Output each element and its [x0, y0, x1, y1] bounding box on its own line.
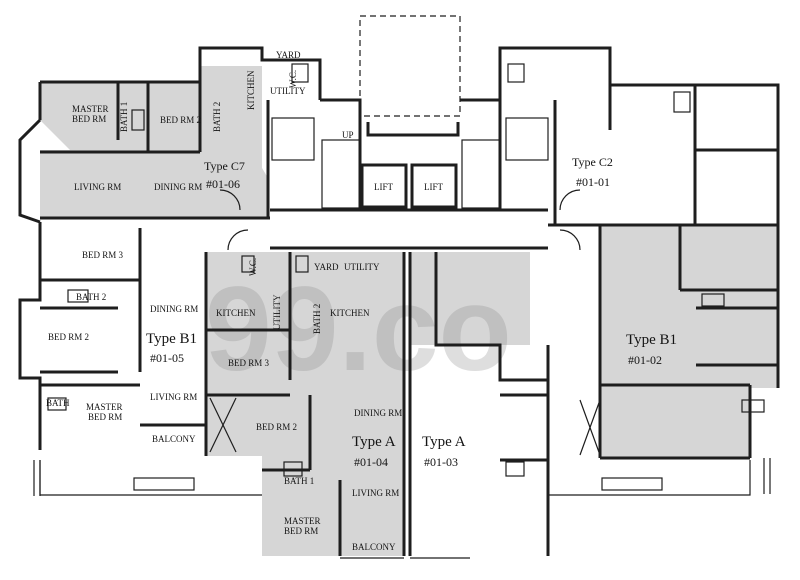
label-bed3-b1l: BED RM 3: [82, 250, 124, 260]
label-master-a-line2: BED RM: [284, 526, 318, 536]
label-master-a-line1: MASTER: [284, 516, 321, 526]
label-bed3-a: BED RM 3: [228, 358, 270, 368]
label-master-c7-line2: BED RM: [72, 114, 106, 124]
wall-core-west: [320, 98, 362, 210]
label-lift-1: LIFT: [374, 182, 394, 192]
shade-unit-c7: [40, 66, 268, 218]
label-utility-a: UTILITY: [272, 294, 282, 330]
label-living-a: LIVING RM: [352, 488, 399, 498]
door-swing-c7: [219, 189, 241, 211]
label-dining-a: DINING RM: [354, 408, 402, 418]
label-dining-c7: DINING RM: [154, 182, 202, 192]
door-swing-b1l: [227, 229, 249, 251]
label-wc-mid: W.C.: [248, 258, 258, 276]
label-unit-b1-right: #01-02: [628, 353, 662, 367]
label-lift-2: LIFT: [424, 182, 444, 192]
label-kitchen-b1l: KITCHEN: [216, 308, 256, 318]
wall-ar-kitchen: [434, 252, 548, 382]
shaded-areas: [40, 66, 778, 556]
label-unit-a-left: #01-04: [354, 455, 388, 469]
wall-b1-left-outline: [18, 222, 42, 450]
stair-right: [505, 117, 549, 161]
label-living-b1l: LIVING RM: [150, 392, 197, 402]
bath-c7-fixture: [131, 109, 145, 131]
wall-core-east: [460, 98, 502, 210]
label-bath1-a: BATH 1: [284, 476, 314, 486]
entry-stair-left: [33, 460, 41, 496]
shade-unit-b1-right: [600, 225, 778, 458]
planter-right: [601, 477, 663, 491]
room-labels: YARD W.C. KITCHEN UTILITY MASTER BED RM …: [46, 50, 677, 552]
label-utility-c7: UTILITY: [270, 86, 306, 96]
label-dining-b1l: DINING RM: [150, 304, 198, 314]
label-unit-c2: #01-01: [576, 175, 610, 189]
wall-right-outline: [498, 46, 780, 225]
bath-b1l-fixture: [67, 289, 89, 303]
door-swing-b1r: [559, 229, 581, 251]
wc-mid2-fixture: [295, 255, 309, 273]
lift-shaft-2: [410, 163, 458, 209]
label-master-b1l-line2: BED RM: [88, 412, 122, 422]
label-up: UP: [342, 130, 354, 140]
stair-left: [271, 117, 315, 161]
label-type-b1-left: Type B1: [146, 331, 197, 347]
label-utility-mid: UTILITY: [344, 262, 380, 272]
label-kitchen-a: KITCHEN: [330, 308, 370, 318]
bath-b1r-fixture: [701, 293, 725, 307]
label-bed2-a: BED RM 2: [256, 422, 297, 432]
lift-shaft-1: [360, 163, 408, 209]
label-unit-b1-left: #01-05: [150, 351, 184, 365]
bath-c2-fixture: [673, 91, 691, 113]
label-type-c7: Type C7: [204, 159, 245, 173]
rooftop-dashed-outline: [359, 15, 461, 117]
label-wc-top: W.C.: [288, 70, 298, 88]
label-bath2-c7: BATH 2: [212, 102, 222, 132]
perimeter-ledge-right: [548, 460, 751, 496]
label-type-b1-right: Type B1: [626, 332, 677, 348]
bath-a-fixture: [283, 461, 303, 477]
label-balcony-a: BALCONY: [352, 542, 396, 552]
label-bed2-b1l: BED RM 2: [48, 332, 89, 342]
label-bed2-c7: BED RM 2: [160, 115, 201, 125]
label-master-b1l-line1: MASTER: [86, 402, 123, 412]
wall-core-top: [366, 122, 460, 137]
shade-unit-a-left: [206, 252, 404, 556]
door-swing-c2: [559, 189, 581, 211]
walls: [18, 46, 780, 556]
shade-unit-b1-right-kitchen: [410, 252, 530, 345]
details: [33, 15, 771, 559]
bath-b1r-lower-fixture: [741, 399, 765, 413]
label-bath1-c7: BATH 1: [119, 102, 129, 132]
label-bath2-b1l: BATH 2: [76, 292, 106, 302]
label-unit-a-right: #01-03: [424, 455, 458, 469]
label-living-c7: LIVING RM: [74, 182, 121, 192]
void-x-left-2: [209, 397, 237, 453]
label-unit-c7: #01-06: [206, 177, 240, 191]
label-type-a-left: Type A: [352, 434, 396, 450]
wc-right-fixture: [507, 63, 525, 83]
bath-b1l-lower-fixture: [47, 397, 67, 411]
label-type-a-right: Type A: [422, 434, 466, 450]
void-x-right-2: [579, 399, 601, 456]
label-balcony-b1l: BALCONY: [152, 434, 196, 444]
label-yard-top: YARD: [276, 50, 301, 60]
wc-mid-fixture: [241, 255, 255, 273]
stair-core: [461, 139, 501, 209]
wc-top-fixture: [291, 63, 309, 83]
label-type-c2: Type C2: [572, 155, 613, 169]
label-yard-mid: YARD: [314, 262, 339, 272]
entry-stair-right: [763, 458, 771, 494]
wall-c7-living-bay: [18, 118, 42, 224]
label-master-c7-line1: MASTER: [72, 104, 109, 114]
label-kitchen-c7: KITCHEN: [246, 70, 256, 110]
bath-ar-fixture: [505, 461, 525, 477]
stair-core-west: [321, 139, 361, 209]
planter-left: [133, 477, 195, 491]
label-bath2-a: BATH 2: [312, 304, 322, 334]
label-bath-b1l: BATH: [46, 398, 70, 408]
